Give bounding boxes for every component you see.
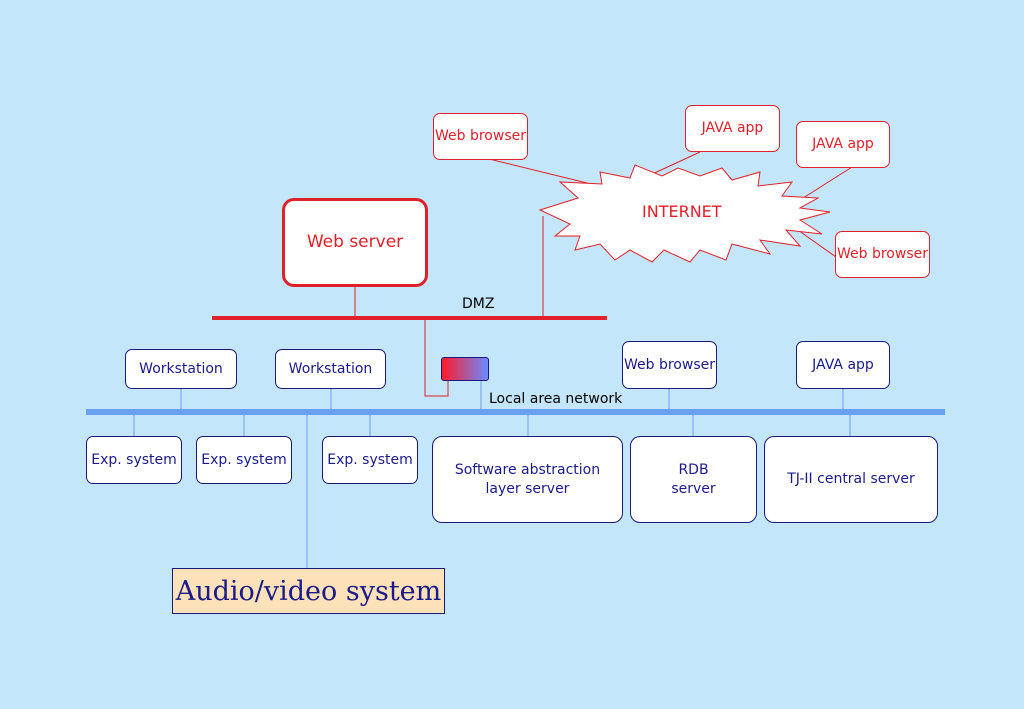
lan-web-browser: Web browser [622, 341, 717, 389]
exp-system-2: Exp. system [196, 436, 292, 484]
internet-java-app-1: JAVA app [685, 105, 780, 152]
tj-ii-central-server: TJ-II central server [764, 436, 938, 523]
dmz-label: DMZ [462, 296, 495, 312]
firewall-icon [441, 357, 489, 381]
exp-system-1: Exp. system [86, 436, 182, 484]
internet-cloud [538, 164, 831, 263]
lan-label: Local area network [489, 391, 623, 407]
audio-video-system: Audio/video system [172, 568, 445, 614]
software-abstraction-layer-server: Software abstraction layer server [432, 436, 623, 523]
lan-connectors [133, 388, 851, 568]
rdb-server: RDB server [630, 436, 757, 523]
internet-web-browser-2: Web browser [835, 231, 930, 278]
internet-java-app-2: JAVA app [796, 121, 890, 168]
internet-connectors [484, 151, 853, 317]
workstation-1: Workstation [125, 349, 237, 389]
web-server: Web server [282, 198, 428, 287]
internet-web-browser-1: Web browser [433, 113, 528, 160]
internet-label: INTERNET [642, 202, 722, 221]
workstation-2: Workstation [275, 349, 386, 389]
exp-system-3: Exp. system [322, 436, 418, 484]
lan-java-app: JAVA app [796, 341, 890, 389]
dmz-firewall-link [424, 318, 449, 397]
